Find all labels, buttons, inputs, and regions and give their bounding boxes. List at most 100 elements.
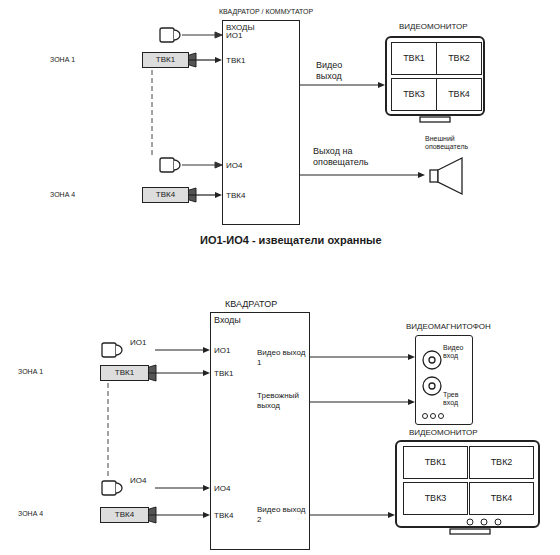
- detector-icon: [102, 28, 180, 495]
- node-label: ТВК4: [437, 89, 481, 100]
- node-label: ТВК3: [392, 89, 436, 100]
- zone-label: ЗОНА 1: [18, 368, 43, 376]
- screen-cell: ТВК1: [403, 446, 468, 479]
- arrowhead: [203, 512, 210, 518]
- switcher-box: КВАДРАТОР / КОММУТАТОРВХОДЫИО1ТВК1ИО4ТВК…: [222, 20, 300, 225]
- node-label: ИО1: [130, 338, 146, 348]
- node-label: ТВК4: [101, 510, 148, 520]
- node-label: ТВК4: [470, 493, 533, 504]
- node-label: ТВК1: [404, 457, 467, 468]
- node-heading: КВАДРАТОР / КОММУТАТОР: [219, 8, 313, 16]
- node-heading: КВАДРАТОР: [225, 299, 277, 310]
- video-monitor: ВИДЕОМОНИТОРТВК1ТВК2ТВК3ТВК4: [395, 440, 540, 528]
- external-annunciator: Внешний оповещатель: [425, 135, 489, 195]
- signal-connector: [149, 512, 210, 518]
- node-label: ТВК1: [101, 368, 148, 378]
- port-label: ТВК1: [226, 56, 245, 66]
- connector-line: [155, 349, 204, 350]
- node-label: ТВК3: [404, 493, 467, 504]
- camera: ТВК4: [142, 187, 189, 203]
- screen-cell: ТВК2: [436, 42, 482, 75]
- zone-label: ЗОНА 1: [50, 56, 75, 64]
- security-detector: ИО1: [100, 338, 155, 362]
- screen-cell: ТВК1: [391, 42, 437, 75]
- arrowhead: [408, 399, 415, 405]
- port-label: ИО4: [214, 484, 230, 494]
- caption: ИО1-ИО4 - извещатели охранные: [200, 234, 382, 247]
- connector-line: [310, 401, 409, 402]
- port-label: Видео выход 2: [257, 505, 307, 524]
- node-heading: ВИДЕОМОНИТОР: [399, 22, 468, 32]
- arrowhead: [388, 512, 395, 518]
- arrowhead: [203, 370, 210, 376]
- camera: ТВК1: [142, 52, 189, 68]
- node-label: Внешний оповещатель: [425, 135, 485, 152]
- speaker-icon: [430, 158, 462, 194]
- signal-connector: [155, 347, 210, 353]
- signal-connector: [189, 192, 222, 198]
- node-label: ТВК1: [143, 55, 188, 65]
- arrowhead: [418, 172, 425, 178]
- tape-reel: [423, 351, 441, 395]
- node-label: ИО4: [130, 476, 146, 486]
- signal-connector: [155, 485, 210, 491]
- connector-line: [310, 356, 409, 357]
- port-label: ТВК1: [214, 369, 233, 379]
- signal-connector: [300, 82, 385, 88]
- node-label: ТВК2: [470, 457, 533, 468]
- connector-label: Видео выход: [316, 60, 356, 82]
- signal-connector: [189, 57, 222, 63]
- arrowhead: [215, 192, 222, 198]
- screen-cell: ТВК4: [436, 78, 482, 111]
- camera-lens: [146, 53, 196, 523]
- screen-cell: ТВК3: [403, 482, 468, 515]
- node-heading: ВИДЕОМОНИТОР: [409, 428, 478, 438]
- node-label: ТВК2: [437, 53, 481, 64]
- screen-cell: ТВК3: [391, 78, 437, 111]
- security-detector: ИО4: [100, 476, 155, 500]
- signal-connector: [310, 354, 415, 360]
- connector-line: [300, 174, 419, 175]
- connector-label: Выход на оповещатель: [313, 146, 403, 168]
- screen-cell: ТВК4: [469, 482, 534, 515]
- signal-connector: [310, 399, 415, 405]
- video-recorder: ВИДЕОМАГНИТОФОНВидео входТрев вход: [415, 335, 473, 425]
- port-label: ТВК4: [226, 191, 245, 201]
- port-label: Входы: [214, 315, 241, 326]
- connector-line: [189, 59, 216, 60]
- port-label: ТВК4: [214, 511, 233, 521]
- port-label: ИО1: [226, 31, 242, 41]
- node-heading: ВИДЕОМАГНИТОФОН: [406, 322, 491, 332]
- connector-line: [149, 514, 204, 515]
- arrowhead: [408, 354, 415, 360]
- arrowhead: [378, 82, 385, 88]
- screen-cell: ТВК2: [469, 446, 534, 479]
- zone-label: ЗОНА 4: [18, 510, 43, 518]
- port-label: Тревожный выход: [257, 391, 307, 410]
- video-monitor: ВИДЕОМОНИТОРТВК1ТВК2ТВК3ТВК4: [385, 36, 485, 116]
- connector-line: [155, 487, 204, 488]
- camera: ТВК1: [100, 365, 149, 381]
- connector-line: [310, 514, 389, 515]
- signal-connector: [310, 512, 395, 518]
- connector-line: [189, 194, 216, 195]
- zone-dashed-line: [108, 70, 152, 478]
- node-label: ТВК1: [392, 53, 436, 64]
- signal-connector: [300, 172, 425, 178]
- port-label: ИО1: [214, 346, 230, 356]
- port-label: Трев вход: [443, 391, 469, 408]
- port-label: Видео вход: [443, 344, 469, 361]
- connector-line: [300, 84, 379, 85]
- camera: ТВК4: [100, 507, 149, 523]
- quad-box: КВАДРАТОРВходыИО1ТВК1ИО4ТВК4Видео выход …: [210, 312, 310, 550]
- arrowhead: [203, 347, 210, 353]
- port-label: ИО4: [226, 161, 242, 171]
- node-label: ТВК4: [143, 190, 188, 200]
- connector-line: [149, 372, 204, 373]
- arrowhead: [215, 57, 222, 63]
- signal-connector: [149, 370, 210, 376]
- port-label: Видео выход 1: [257, 348, 307, 367]
- arrowhead: [203, 485, 210, 491]
- zone-label: ЗОНА 4: [50, 191, 75, 199]
